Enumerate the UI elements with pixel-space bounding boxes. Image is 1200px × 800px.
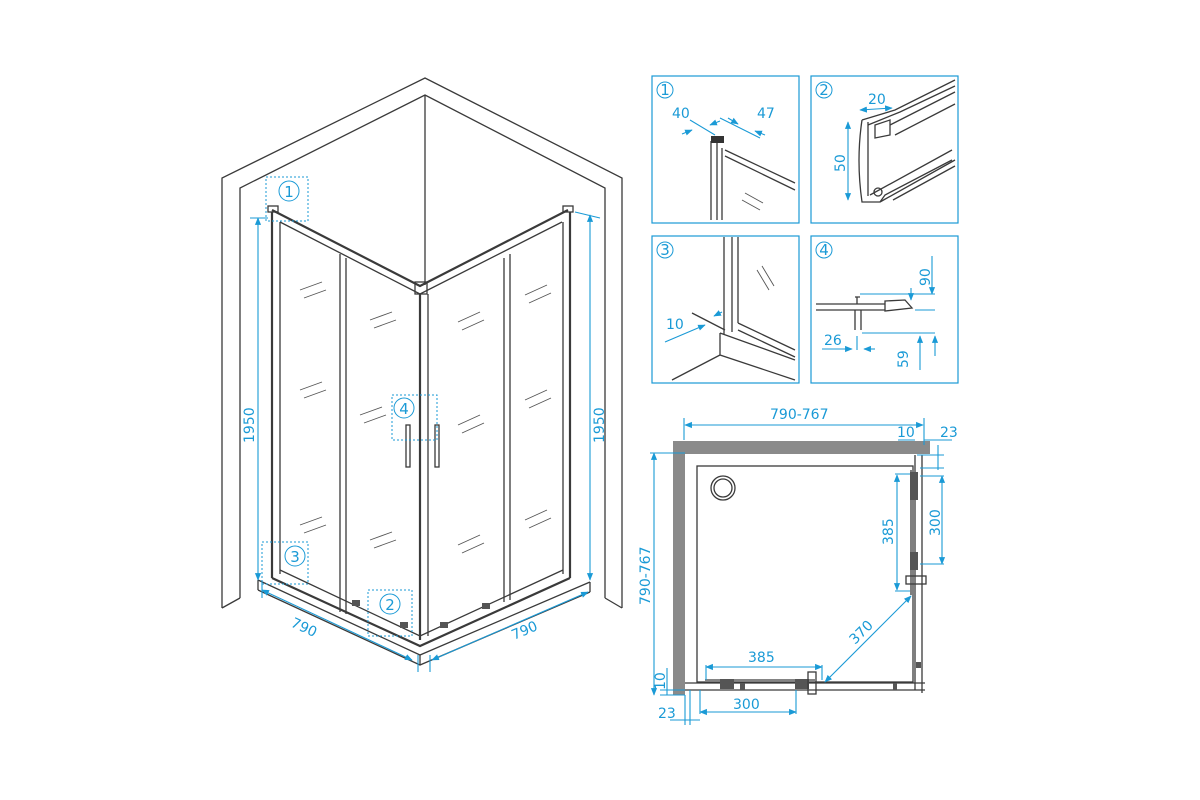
- detail-4-dim-26: 26: [824, 333, 842, 349]
- dimension-side-gap: 10 23: [653, 668, 700, 725]
- height-left-label: 1950: [242, 407, 258, 443]
- side-wall: [673, 441, 685, 695]
- right-door-rail: [905, 455, 927, 693]
- plan-diagonal-label: 370: [847, 618, 877, 648]
- dimension-height-right: 1950: [574, 211, 608, 581]
- detail-panel-3: 3 10: [651, 235, 800, 384]
- plan-top-offset-label: 23: [940, 425, 958, 441]
- width-left-label: 790: [288, 615, 319, 641]
- dimension-right-opening: 385: [881, 473, 910, 592]
- svg-text:4: 4: [399, 400, 409, 418]
- back-wall: [673, 441, 930, 454]
- plan-side-offset-label: 23: [658, 706, 676, 722]
- detail-4-dim-90: 90: [918, 268, 934, 286]
- svg-text:1: 1: [284, 183, 294, 201]
- detail-1-dim-47: 47: [757, 106, 775, 122]
- dimension-diagonal: 370: [824, 595, 912, 683]
- width-right-label: 790: [509, 619, 540, 644]
- detail-panel-4: 4 90 26 59: [810, 235, 959, 384]
- drain-icon: [710, 475, 736, 501]
- dimension-bottom-opening: 385: [705, 650, 823, 680]
- door-handle-left: [405, 424, 411, 468]
- plan-view: 790-767 10 23 790-767 10 23 385 300 385 …: [638, 407, 958, 725]
- dimension-top-gap: 10 23: [897, 425, 958, 470]
- room-walls: [221, 77, 623, 609]
- plan-bottom-opening-label: 385: [748, 650, 775, 666]
- plan-bottom-panel-label: 300: [733, 697, 760, 713]
- plan-width-label: 790-767: [770, 407, 829, 423]
- dimension-depth: 790-767: [638, 452, 685, 696]
- detail-panel-2: 2 20 50: [810, 75, 959, 224]
- dimension-right-panel: 300: [920, 475, 946, 565]
- callout-1[interactable]: 1: [265, 176, 309, 222]
- callout-4[interactable]: 4: [391, 394, 438, 441]
- svg-text:2: 2: [819, 81, 829, 99]
- enclosure-frame: [267, 205, 574, 648]
- detail-1-dim-40: 40: [672, 106, 690, 122]
- detail-3-dim-10: 10: [666, 317, 684, 333]
- door-handle-right: [434, 424, 440, 468]
- height-right-label: 1950: [592, 407, 608, 443]
- svg-text:3: 3: [660, 241, 670, 259]
- dimension-height-left: 1950: [242, 217, 268, 581]
- svg-text:1: 1: [660, 81, 670, 99]
- dimension-width-right: 790: [429, 591, 589, 672]
- glass-reflections: [299, 281, 552, 554]
- plan-top-gap-label: 10: [897, 425, 915, 441]
- callout-3[interactable]: 3: [261, 541, 309, 585]
- detail-4-dim-59: 59: [896, 350, 912, 368]
- plan-right-panel-label: 300: [928, 509, 944, 536]
- detail-2-dim-50: 50: [833, 154, 849, 172]
- bottom-door-rail: [685, 671, 925, 695]
- plan-depth-label: 790-767: [638, 547, 654, 606]
- svg-text:3: 3: [290, 548, 300, 566]
- dimension-bottom-panel: 300: [699, 690, 797, 716]
- svg-text:2: 2: [385, 596, 395, 614]
- svg-text:4: 4: [819, 241, 829, 259]
- dimension-width: 790-767: [683, 407, 925, 445]
- sliding-doors: [299, 254, 552, 628]
- detail-2-dim-20: 20: [868, 92, 886, 108]
- callout-2[interactable]: 2: [367, 589, 413, 637]
- plan-right-opening-label: 385: [881, 518, 897, 545]
- detail-panel-1: 1 40 47: [651, 75, 800, 224]
- isometric-view: 1950 1950 790 790 1 4 3 2: [221, 77, 623, 672]
- plan-side-gap-label: 10: [653, 672, 669, 690]
